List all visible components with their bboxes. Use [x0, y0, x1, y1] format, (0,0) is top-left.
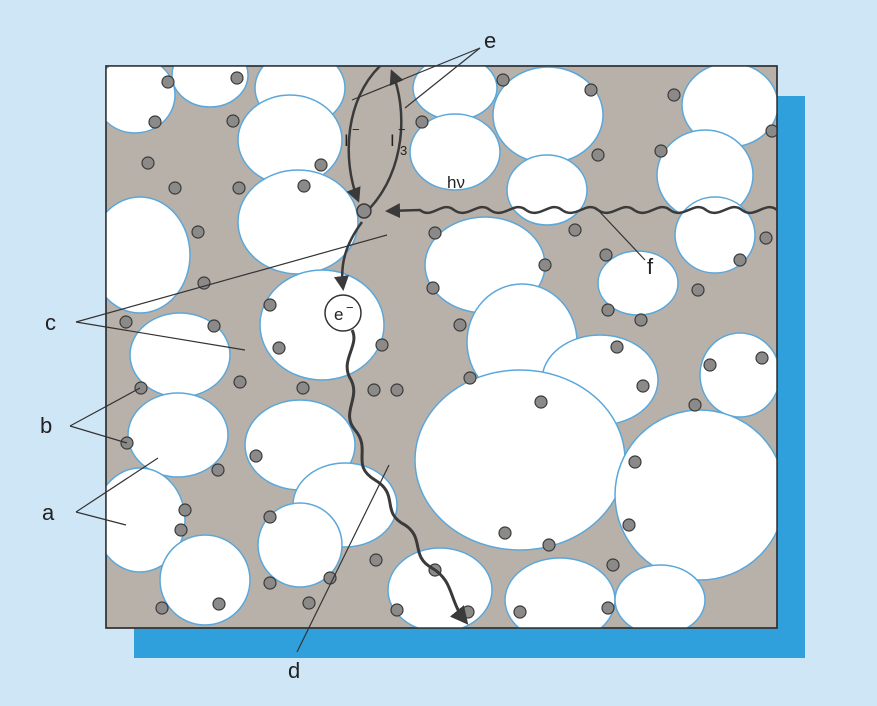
dye-molecule — [264, 299, 276, 311]
dye-molecule — [692, 284, 704, 296]
dye-molecule — [208, 320, 220, 332]
dye-molecule — [212, 464, 224, 476]
tio2-particle — [615, 410, 785, 580]
hv-label: hν — [447, 173, 465, 192]
dye-molecule — [179, 504, 191, 516]
dye-molecule — [668, 89, 680, 101]
label-b: b — [40, 413, 52, 438]
dye-molecule — [175, 524, 187, 536]
dye-molecule — [462, 606, 474, 618]
tio2-particle — [700, 333, 780, 417]
dye-molecule — [370, 554, 382, 566]
dye-molecule — [611, 341, 623, 353]
triiodide-charge: − — [398, 122, 406, 137]
dye-molecule — [499, 527, 511, 539]
tio2-particle — [507, 155, 587, 225]
tio2-particle — [415, 370, 625, 550]
label-e: e — [484, 28, 496, 53]
dye-molecule — [120, 316, 132, 328]
dye-molecule — [427, 282, 439, 294]
dye-molecule — [135, 382, 147, 394]
dye-molecule — [569, 224, 581, 236]
dye-molecule — [635, 314, 647, 326]
dye-molecule — [535, 396, 547, 408]
triiodide-subscript: 3 — [400, 143, 407, 158]
dye-molecule — [416, 116, 428, 128]
tio2-particle — [95, 57, 175, 133]
dye-molecule — [273, 342, 285, 354]
dye-molecule — [602, 304, 614, 316]
dye-molecule — [464, 372, 476, 384]
dye-molecule — [607, 559, 619, 571]
dye-molecule — [629, 456, 641, 468]
dye-molecule — [600, 249, 612, 261]
dye-molecule — [655, 145, 667, 157]
dye-molecule — [585, 84, 597, 96]
dye-molecule — [391, 604, 403, 616]
dye-molecule — [156, 602, 168, 614]
label-a: a — [42, 500, 55, 525]
tio2-particle — [260, 270, 384, 380]
electron-charge: − — [346, 300, 354, 315]
dye-molecule — [391, 384, 403, 396]
label-f: f — [647, 254, 654, 279]
dye-molecule — [454, 319, 466, 331]
dye-molecule — [602, 602, 614, 614]
dye-molecule — [324, 572, 336, 584]
dye-molecule — [689, 399, 701, 411]
dye-molecule — [315, 159, 327, 171]
label-d: d — [288, 658, 300, 683]
tio2-particle — [160, 535, 250, 625]
dye-molecule — [264, 511, 276, 523]
dye-molecule — [497, 74, 509, 86]
electron-symbol: e — [334, 305, 343, 324]
dye-molecule — [233, 182, 245, 194]
tio2-particle — [615, 565, 705, 635]
dye-molecule — [766, 125, 778, 137]
dye-molecule — [429, 227, 441, 239]
dye-molecule — [704, 359, 716, 371]
dye-molecule — [543, 539, 555, 551]
tio2-particle — [388, 548, 492, 632]
dye-molecule — [234, 376, 246, 388]
dye-molecule — [162, 76, 174, 88]
tio2-particle — [493, 67, 603, 163]
iodide-label: I — [344, 131, 349, 150]
dye-molecule — [250, 450, 262, 462]
dye-molecule — [303, 597, 315, 609]
dye-molecule — [734, 254, 746, 266]
dye-molecule — [149, 116, 161, 128]
dye-molecule — [298, 180, 310, 192]
dye-molecule — [368, 384, 380, 396]
dye-molecule — [142, 157, 154, 169]
dye-molecule — [514, 606, 526, 618]
dye-molecule — [169, 182, 181, 194]
tio2-particle — [128, 393, 228, 477]
triiodide-label: I — [390, 131, 395, 150]
dye-molecule — [756, 352, 768, 364]
dye-molecule — [213, 598, 225, 610]
dye-molecule — [760, 232, 772, 244]
dye-molecule — [592, 149, 604, 161]
dye-molecule — [376, 339, 388, 351]
label-c: c — [45, 310, 56, 335]
tio2-particle — [90, 197, 190, 313]
dye-molecule — [539, 259, 551, 271]
iodide-charge: − — [352, 122, 360, 137]
dye-molecule — [231, 72, 243, 84]
dye-molecule — [264, 577, 276, 589]
dye-molecule — [623, 519, 635, 531]
dye-molecule — [192, 226, 204, 238]
dye-molecule — [227, 115, 239, 127]
dye-molecule — [637, 380, 649, 392]
dye-molecule — [297, 382, 309, 394]
excited-dye — [357, 204, 371, 218]
